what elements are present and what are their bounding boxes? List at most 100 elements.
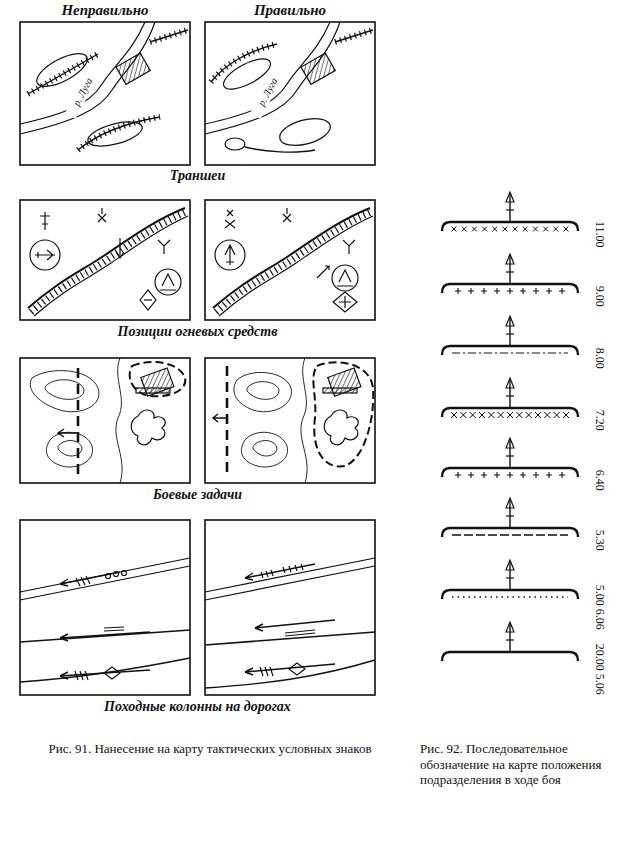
position-stroke <box>506 316 514 326</box>
position-stroke <box>506 395 514 396</box>
position-stroke <box>507 472 513 478</box>
position-stroke <box>451 412 457 418</box>
position-stroke <box>506 498 514 508</box>
position-stroke <box>509 256 510 284</box>
panel-right-trenches <box>205 22 375 165</box>
position-stroke <box>564 227 569 232</box>
position-lines <box>442 192 578 661</box>
position-stroke <box>516 412 522 418</box>
position-stroke <box>506 254 514 264</box>
panel-wrong-positions <box>20 200 190 320</box>
position-stroke <box>535 412 541 418</box>
position-stroke <box>488 412 494 418</box>
panel-heading: Неправильно <box>20 1 190 19</box>
position-stroke <box>506 271 514 272</box>
position-stroke <box>559 472 565 478</box>
position-stroke <box>506 560 514 570</box>
section-title: Позиции огневых средств <box>20 324 375 341</box>
position-stroke <box>452 534 568 535</box>
position-stroke <box>520 288 526 294</box>
section-title: Траншеи <box>20 168 375 185</box>
position-stroke <box>455 472 461 478</box>
position-stroke <box>442 528 578 537</box>
position-stroke <box>507 288 513 294</box>
position-stroke <box>442 222 578 231</box>
position-stroke <box>559 288 565 294</box>
position-stroke <box>563 412 569 418</box>
time-label: 20.00 5.06 <box>593 634 607 704</box>
position-stroke <box>452 596 568 598</box>
position-stroke <box>452 227 457 232</box>
time-label: 8.00 <box>593 323 607 393</box>
panel-wrong-columns <box>20 520 190 695</box>
position-stroke <box>442 284 578 293</box>
position-stroke <box>554 412 560 418</box>
position-stroke <box>520 472 526 478</box>
position-stroke <box>468 472 474 478</box>
section-title: Походные колонны на дорогах <box>20 699 375 716</box>
position-stroke <box>481 288 487 294</box>
position-stroke <box>509 624 510 652</box>
position-stroke <box>543 227 548 232</box>
position-stroke <box>506 378 514 388</box>
position-stroke <box>503 227 508 232</box>
panel-right-tasks <box>205 358 375 483</box>
time-label: 5.00 6.06 <box>593 572 607 642</box>
figure-caption: Рис. 91. Нанесение на карту тактических … <box>40 741 380 757</box>
position-stroke <box>533 288 539 294</box>
panel-wrong-tasks <box>20 358 190 483</box>
position-stroke <box>544 412 550 418</box>
time-label: 11.00 <box>593 199 607 269</box>
position-stroke <box>479 412 485 418</box>
position-stroke <box>472 227 477 232</box>
position-stroke <box>462 227 467 232</box>
position-stroke <box>506 622 514 632</box>
position-stroke <box>509 500 510 528</box>
position-stroke <box>492 227 497 232</box>
time-label: 6.40 <box>593 445 607 515</box>
panel-right-positions <box>205 200 375 320</box>
position-stroke <box>513 227 518 232</box>
time-label: 7.20 <box>593 385 607 455</box>
position-stroke <box>506 577 514 578</box>
time-label: 9.00 <box>593 261 607 331</box>
position-stroke <box>553 227 558 232</box>
position-stroke <box>533 472 539 478</box>
panel-heading: Правильно <box>205 1 375 19</box>
position-stroke <box>546 472 552 478</box>
position-stroke <box>442 590 578 599</box>
position-stroke <box>442 652 578 661</box>
position-stroke <box>509 440 510 468</box>
position-stroke <box>482 227 487 232</box>
position-stroke <box>523 227 528 232</box>
position-stroke <box>509 380 510 408</box>
position-stroke <box>498 412 504 418</box>
position-stroke <box>481 472 487 478</box>
position-stroke <box>442 468 578 477</box>
position-stroke <box>533 227 538 232</box>
time-label: 5.30 <box>593 505 607 575</box>
position-stroke <box>509 194 510 222</box>
position-stroke <box>468 288 474 294</box>
section-title: Боевые задачи <box>20 487 375 504</box>
position-stroke <box>442 346 578 355</box>
position-stroke <box>509 562 510 590</box>
position-stroke <box>506 333 514 334</box>
position-stroke <box>526 412 532 418</box>
position-stroke <box>506 639 514 640</box>
figure-caption: Рис. 92. Последовательное обозначение на… <box>420 741 612 788</box>
position-stroke <box>455 288 461 294</box>
position-stroke <box>506 209 514 210</box>
position-stroke <box>494 472 500 478</box>
position-stroke <box>506 438 514 448</box>
position-stroke <box>442 408 578 417</box>
position-stroke <box>506 515 514 516</box>
position-stroke <box>470 412 476 418</box>
panel-wrong-trenches <box>20 22 190 165</box>
position-stroke <box>506 455 514 456</box>
position-stroke <box>546 288 552 294</box>
position-stroke <box>452 352 568 353</box>
position-stroke <box>509 318 510 346</box>
panel-right-columns <box>205 520 375 695</box>
